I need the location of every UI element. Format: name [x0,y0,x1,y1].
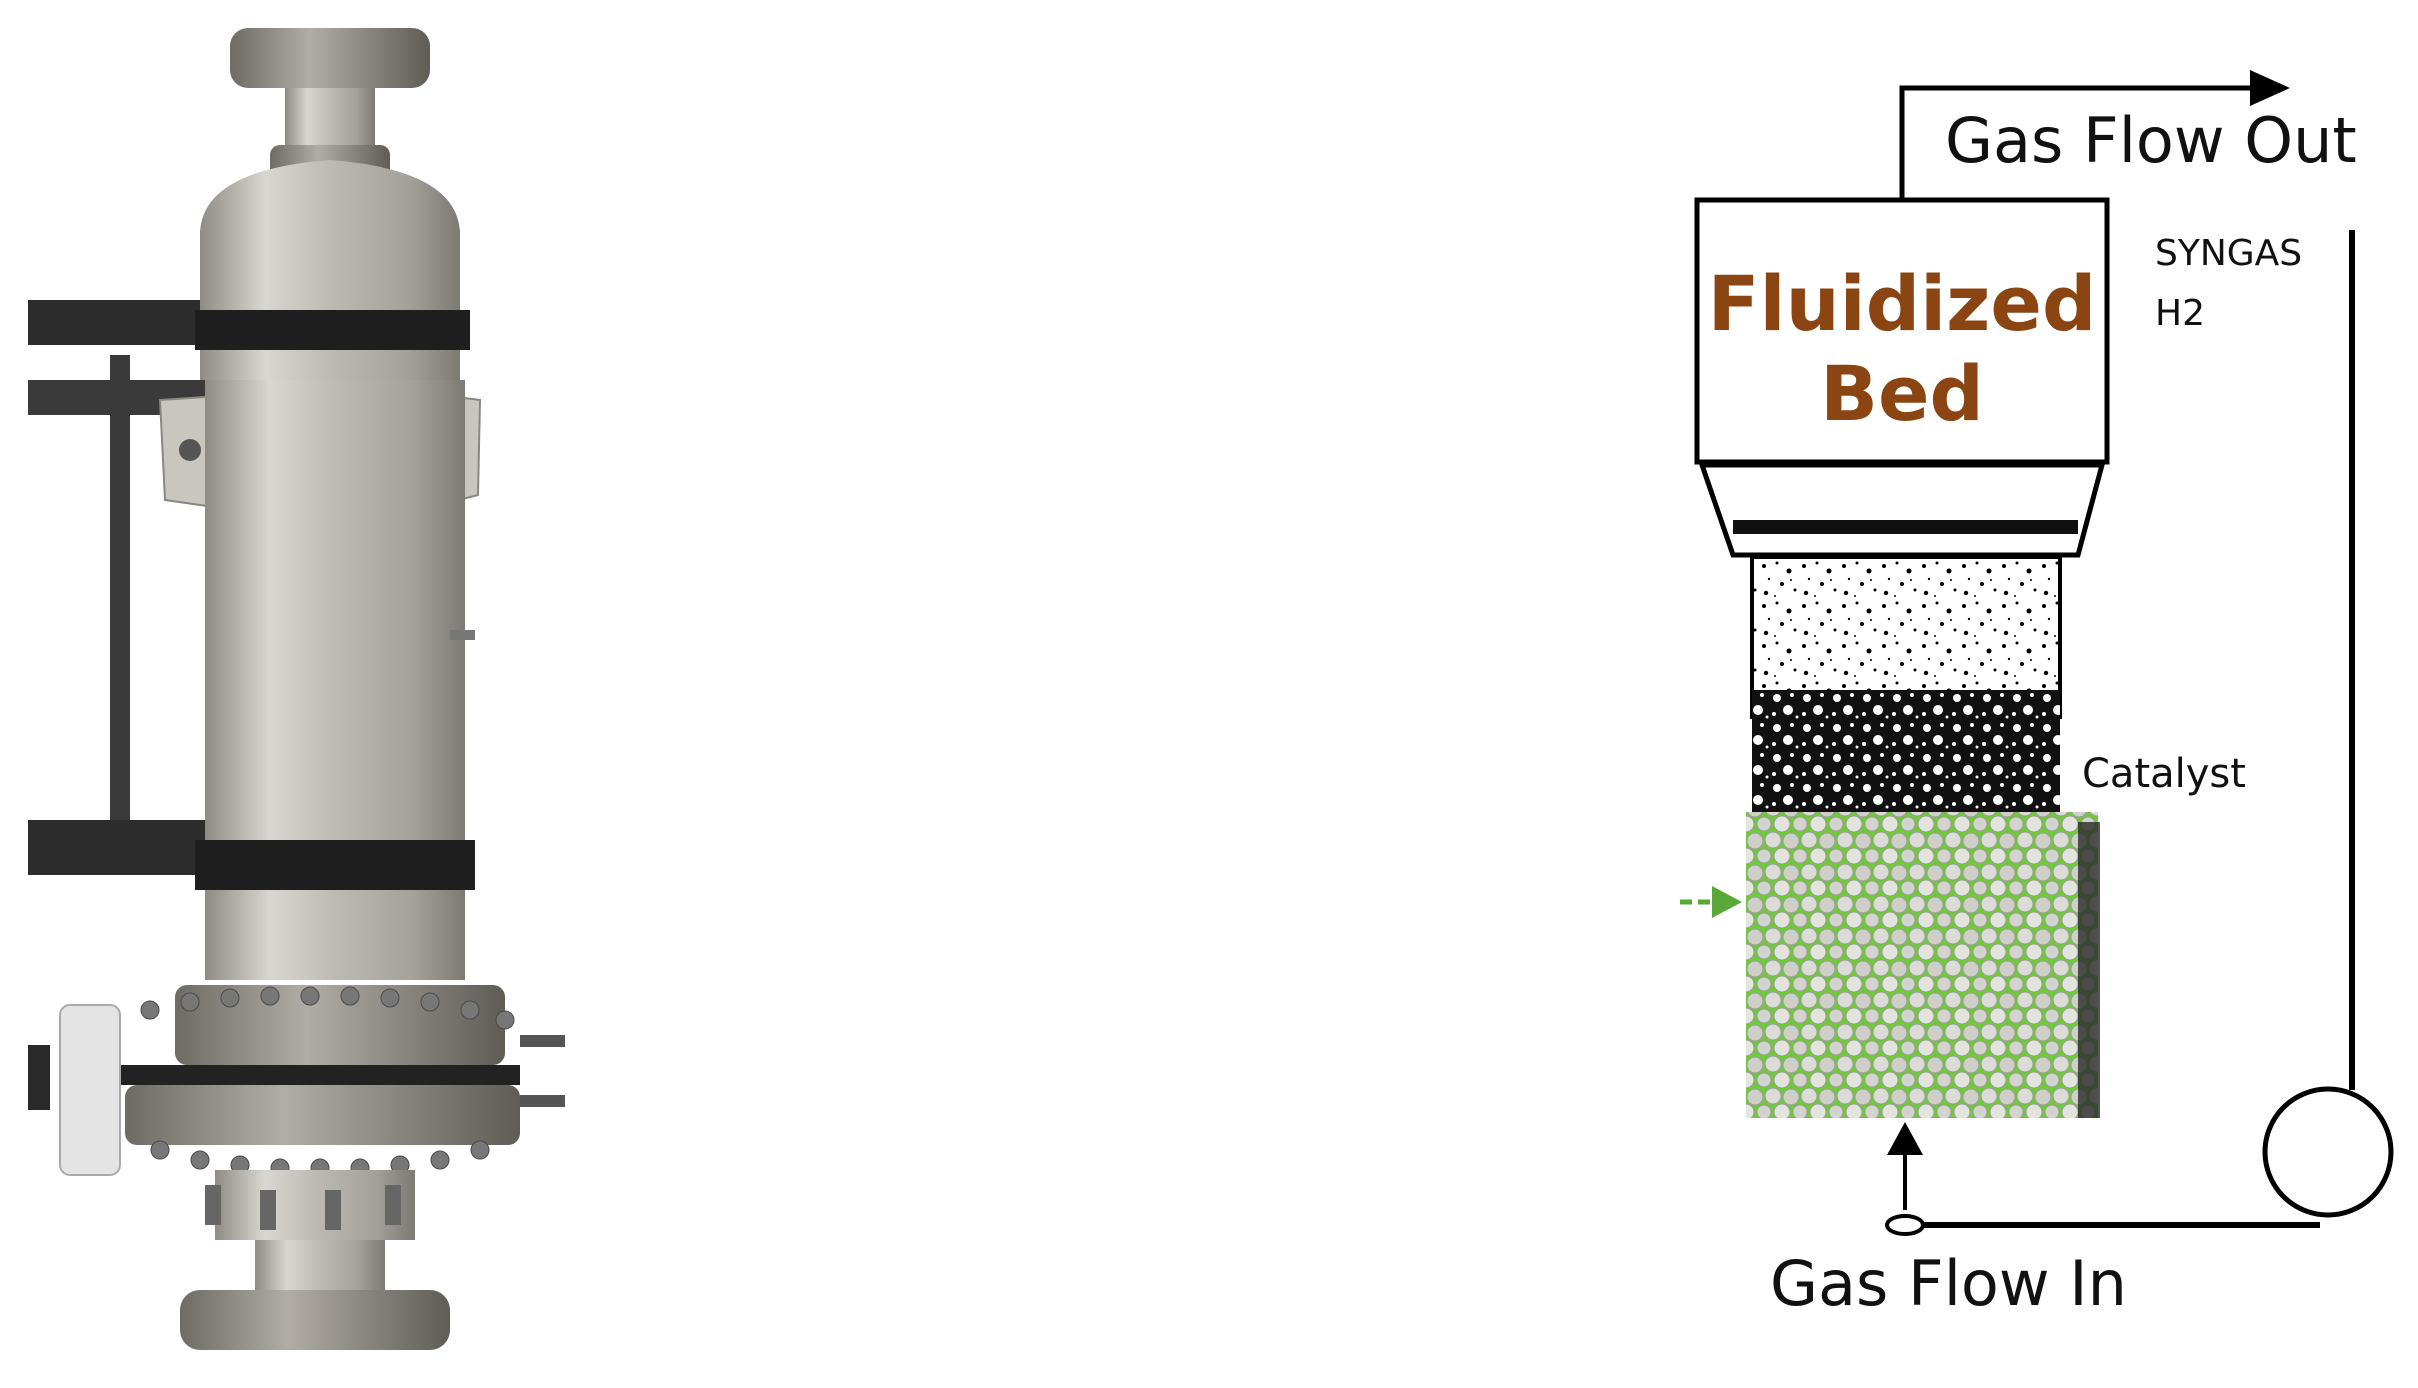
gas-in-nozzle [1885,1214,1925,1236]
dense-phase-zone [1752,690,2060,812]
reactor-vessel-photo [28,28,565,1350]
bed-transition-cone [1698,462,2106,558]
gas-flow-out-label: Gas Flow Out [1945,104,2357,177]
gas-out-line [1899,85,2250,200]
bed-label: Bed [1820,349,1984,438]
fluidized-bed-schematic: Gas Flow Out Fluidized Bed SYNGAS H2 Cat… [1680,70,2394,1320]
gas-out-arrow [2250,70,2290,106]
gas-in-arrow [1887,1122,1923,1155]
syngas-label: SYNGAS [2155,233,2302,274]
fluidized-bed-box [1694,197,2110,465]
recycle-pump [2262,1086,2394,1218]
h2-label: H2 [2155,293,2205,334]
catalyst-label: Catalyst [2082,751,2246,797]
fluidized-label: Fluidized [1708,259,2097,348]
gas-flow-in-label: Gas Flow In [1770,1247,2127,1320]
catalyst-bed [1746,812,2098,1118]
